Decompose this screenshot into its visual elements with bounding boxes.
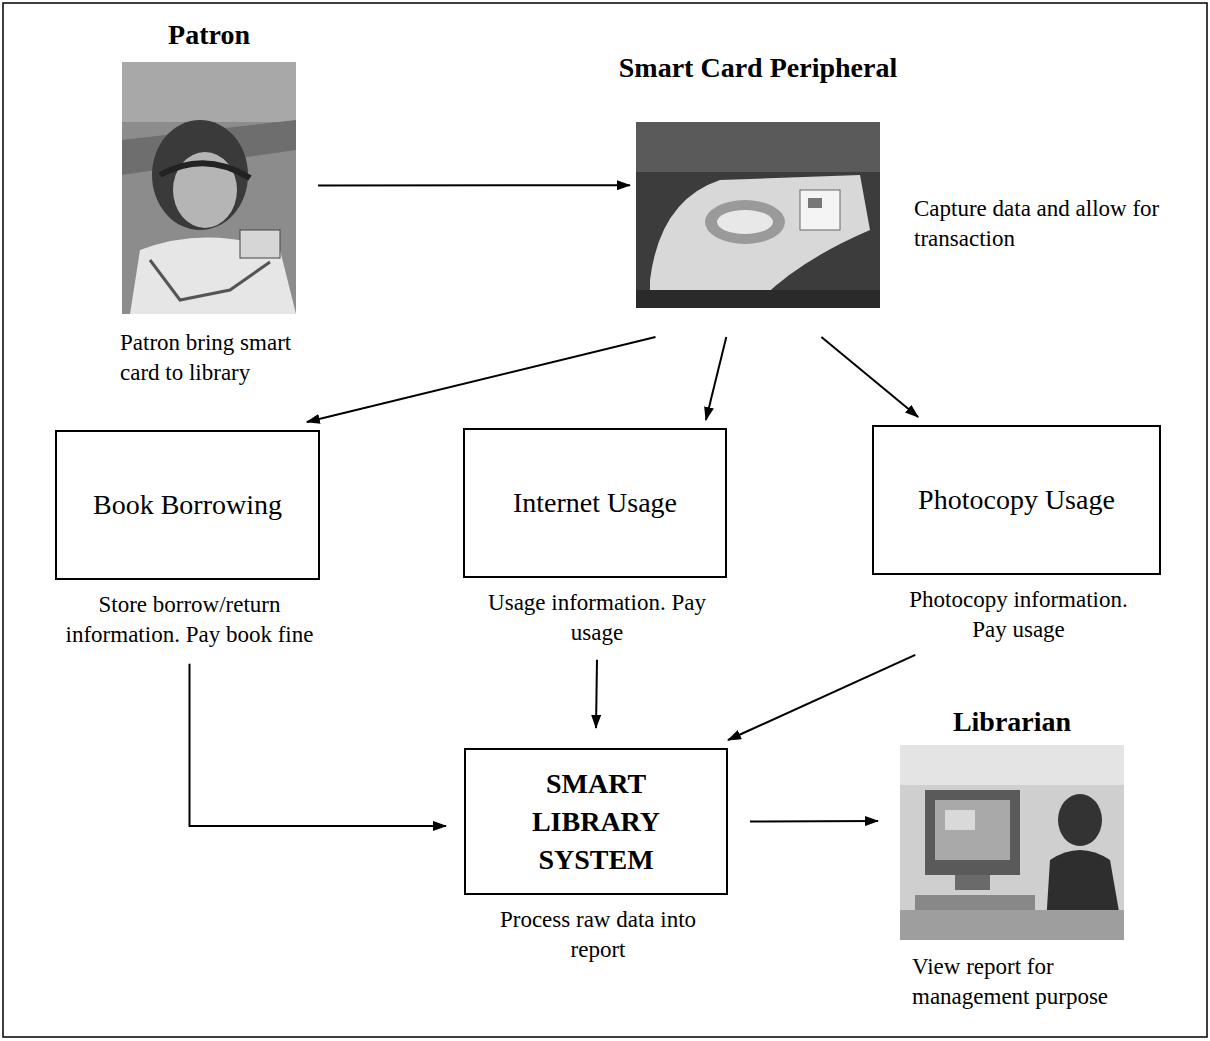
flow-arrow [190, 664, 447, 826]
box-label: Internet Usage [513, 486, 677, 520]
caption-text: Patron bring smart card to library [120, 328, 332, 388]
caption-text: Process raw data into report [496, 905, 701, 965]
caption-text: Capture data and allow for transaction [914, 194, 1172, 254]
flow-arrow [706, 337, 726, 420]
photo-node: PatronPatron bring smart card to library [122, 62, 296, 314]
process-box: Photocopy UsagePhotocopy information. Pa… [872, 425, 1161, 575]
actor-heading: Librarian [912, 705, 1112, 739]
caption-text: Usage information. Pay usage [479, 588, 715, 648]
caption-text: Photocopy information. Pay usage [890, 585, 1148, 645]
outer-frame [3, 3, 1207, 1037]
caption-text: Store borrow/return information. Pay boo… [64, 590, 316, 650]
librarian-photo [900, 745, 1124, 940]
patron-photo [122, 62, 296, 314]
process-box: SMART LIBRARY SYSTEMProcess raw data int… [464, 748, 728, 895]
flow-arrow [318, 184, 630, 186]
actor-heading: Smart Card Peripheral [568, 51, 948, 85]
box-label: Photocopy Usage [918, 483, 1115, 517]
caption-text: View report for management purpose [912, 952, 1130, 1012]
photo-node: Smart Card PeripheralCapture data and al… [636, 122, 880, 308]
flow-arrow [750, 820, 878, 823]
actor-heading: Patron [89, 18, 329, 52]
box-label: SMART LIBRARY SYSTEM [509, 765, 684, 879]
flow-arrow [307, 337, 656, 422]
process-box: Internet UsageUsage information. Pay usa… [463, 428, 727, 578]
card-reader-photo [636, 122, 880, 308]
box-label: Book Borrowing [93, 488, 282, 522]
photo-node: LibrarianView report for management purp… [900, 745, 1124, 940]
process-box: Book BorrowingStore borrow/return inform… [55, 430, 320, 580]
flow-arrow [821, 337, 918, 417]
flow-arrow [728, 655, 915, 740]
flow-arrow [596, 660, 597, 728]
